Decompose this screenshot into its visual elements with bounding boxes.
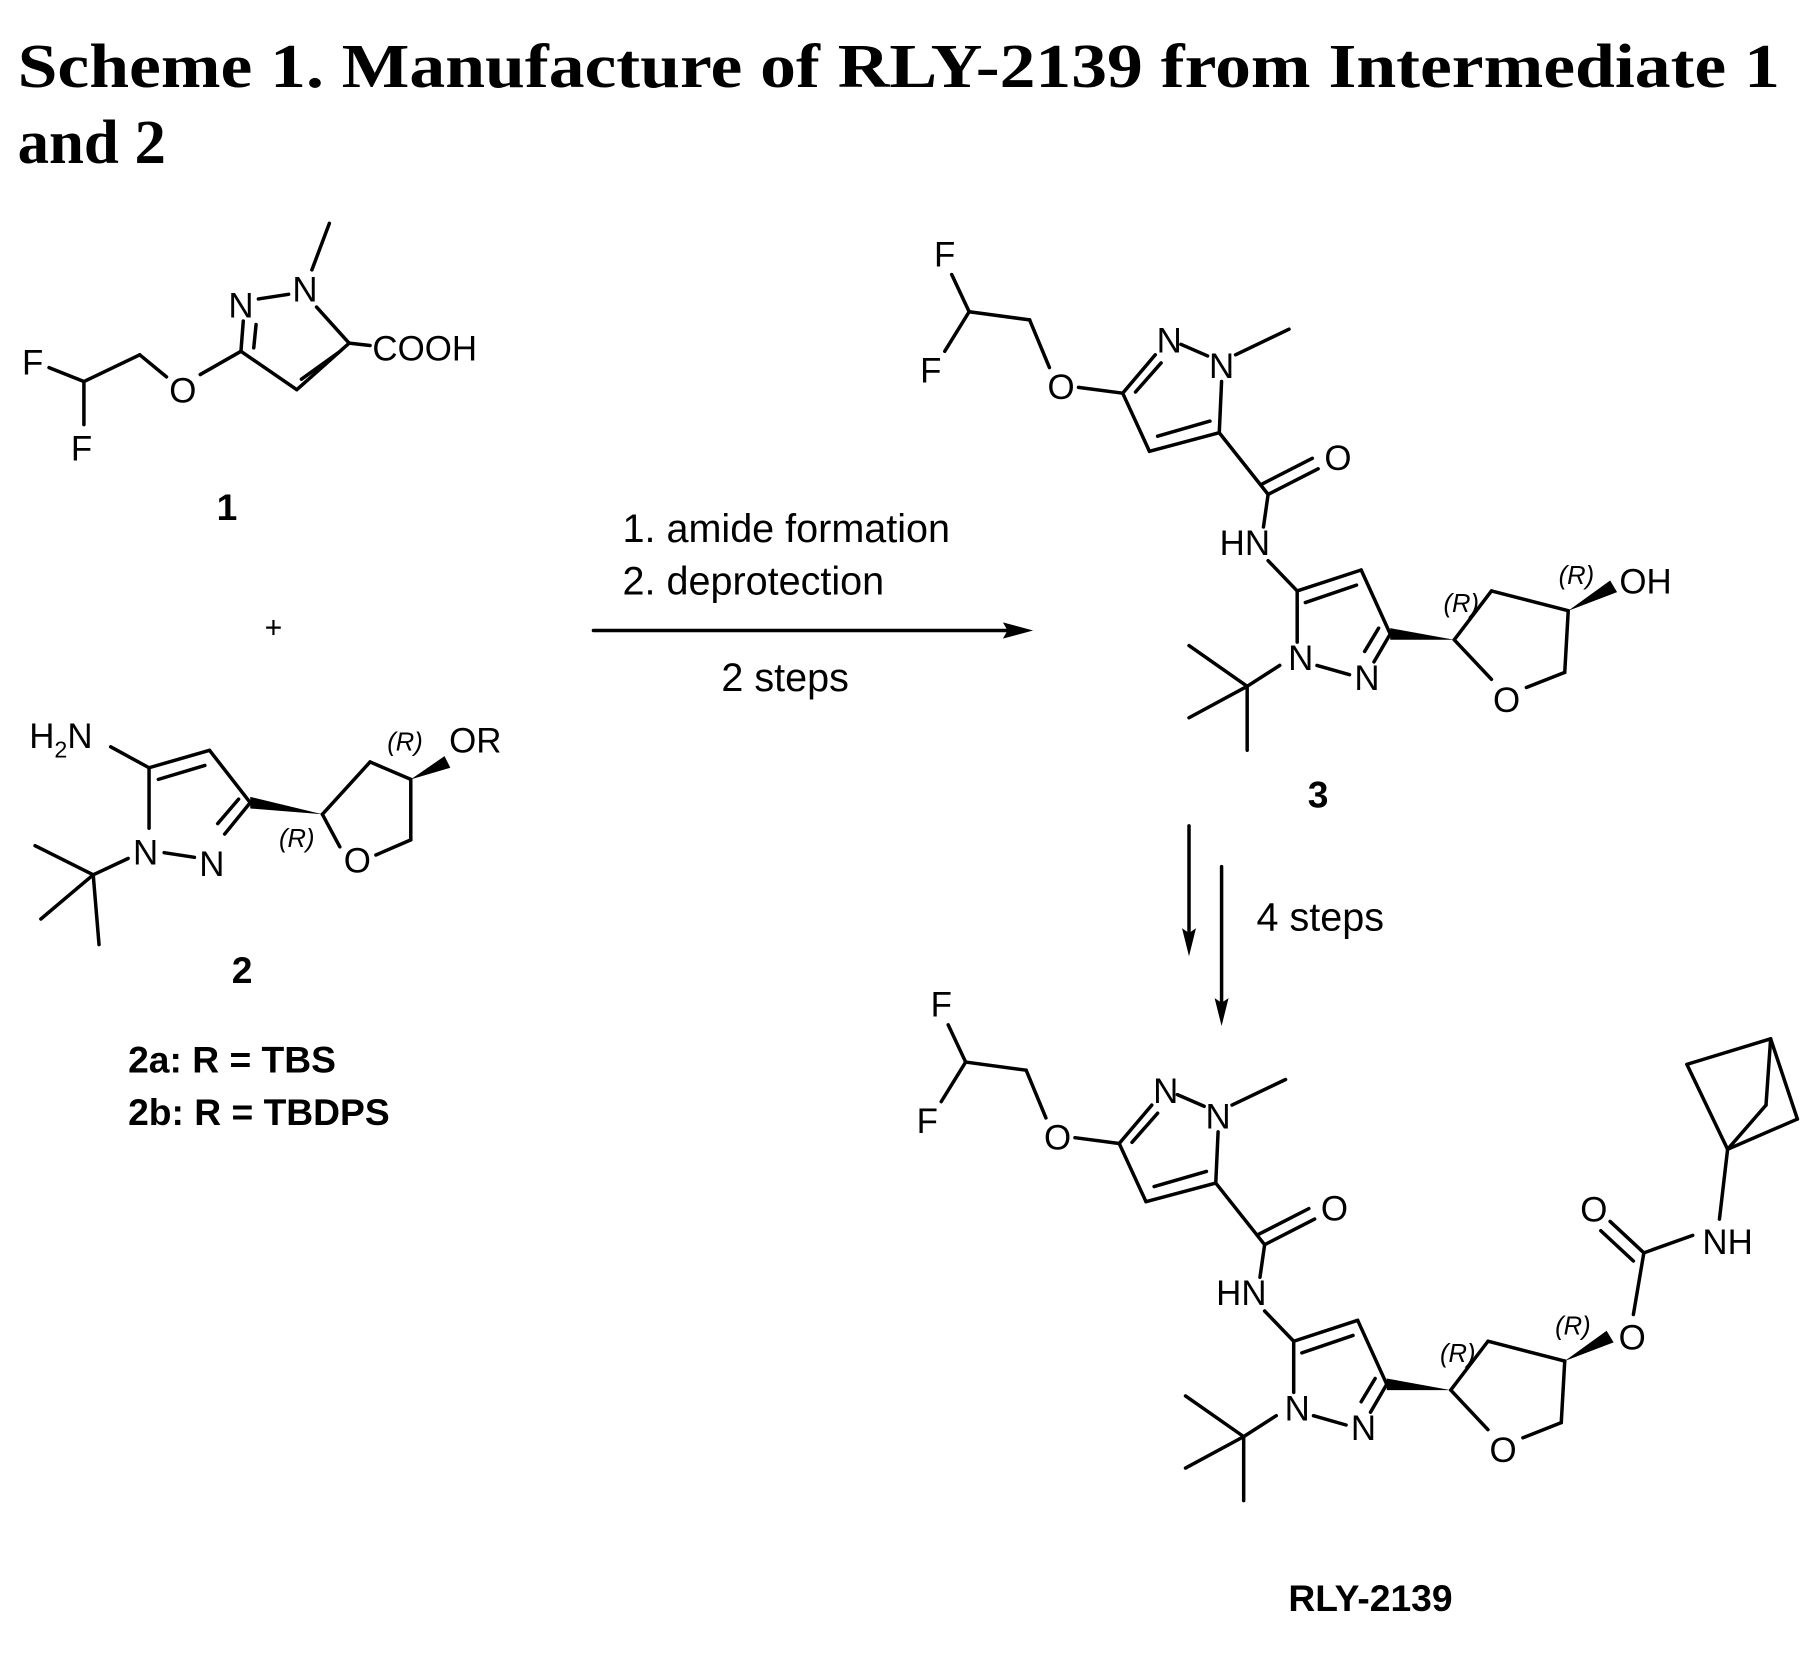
atom-o: O	[1044, 1118, 1071, 1157]
atom-f: F	[22, 344, 43, 383]
atom-n: N	[1351, 1409, 1376, 1448]
arrowhead-icon	[1214, 998, 1229, 1026]
steps-label: 4 steps	[1256, 896, 1384, 940]
atom-f: F	[931, 986, 952, 1025]
atom-hn: HN	[1220, 524, 1270, 563]
scheme-title: Scheme 1. Manufacture of RLY-2139 from I…	[18, 31, 1780, 101]
atom-n: N	[199, 845, 224, 884]
atom-hn: HN	[1216, 1274, 1266, 1313]
atom-h2n: H2N	[29, 717, 92, 762]
atom-n: N	[1288, 639, 1313, 678]
stereo-label: (R)	[1559, 562, 1595, 590]
atom-oh: OH	[1619, 562, 1671, 601]
atom-o: O	[1321, 1189, 1348, 1228]
atom-n: N	[1153, 1072, 1178, 1111]
arrowhead-icon	[1002, 622, 1034, 639]
scheme-title-line2: and 2	[18, 107, 166, 177]
atom-f: F	[920, 352, 941, 391]
arrowhead-icon	[1182, 928, 1196, 957]
atom-o: O	[1324, 439, 1351, 478]
compound-1-structure: N N COOH O F F	[22, 221, 477, 469]
atom-f: F	[934, 235, 955, 274]
compound-1-label: 1	[217, 486, 238, 528]
atom-n: N	[1205, 1097, 1230, 1136]
condition-1: 1. amide formation	[623, 507, 951, 551]
atom-o: O	[169, 371, 196, 410]
stereo-label: (R)	[1443, 590, 1479, 618]
atom-o: O	[1580, 1190, 1607, 1229]
compound-3-structure: F F O N N O HN N N O OH (R) (R)	[920, 235, 1672, 753]
atom-n: N	[133, 833, 158, 872]
atom-nh: NH	[1702, 1223, 1752, 1262]
compound-2-structure: H2N N N O OR (R) (R)	[29, 717, 501, 947]
stereo-label: (R)	[1555, 1312, 1591, 1340]
variant-2b: 2b: R = TBDPS	[128, 1091, 390, 1133]
atom-n: N	[228, 287, 253, 326]
steps-label: 2 steps	[721, 656, 849, 700]
atom-n: N	[1209, 347, 1234, 386]
atom-cooh: COOH	[372, 330, 477, 369]
atom-n: N	[292, 270, 317, 309]
atom-n: N	[1354, 659, 1379, 698]
compound-3-label: 3	[1308, 773, 1329, 815]
variant-2a: 2a: R = TBS	[128, 1039, 336, 1081]
stereo-label: (R)	[279, 825, 315, 853]
plus-sign: +	[265, 611, 283, 644]
atom-n: N	[1285, 1389, 1310, 1428]
atom-f: F	[917, 1102, 938, 1141]
atom-or: OR	[449, 722, 501, 761]
compound-2-label: 2	[232, 949, 253, 991]
rly-2139-structure: F F O N N O HN N N O (R) (R) O O NH	[917, 986, 1800, 1503]
stereo-label: (R)	[1440, 1340, 1476, 1368]
atom-o: O	[1619, 1318, 1646, 1357]
condition-2: 2. deprotection	[623, 559, 885, 603]
atom-o: O	[1047, 368, 1074, 407]
atom-o: O	[1493, 681, 1520, 720]
atom-o: O	[1490, 1431, 1517, 1470]
atom-n: N	[1157, 321, 1182, 360]
atom-o: O	[344, 841, 371, 880]
stereo-label: (R)	[387, 728, 423, 756]
atom-f: F	[71, 430, 92, 469]
rly-2139-label: RLY-2139	[1288, 1577, 1452, 1619]
